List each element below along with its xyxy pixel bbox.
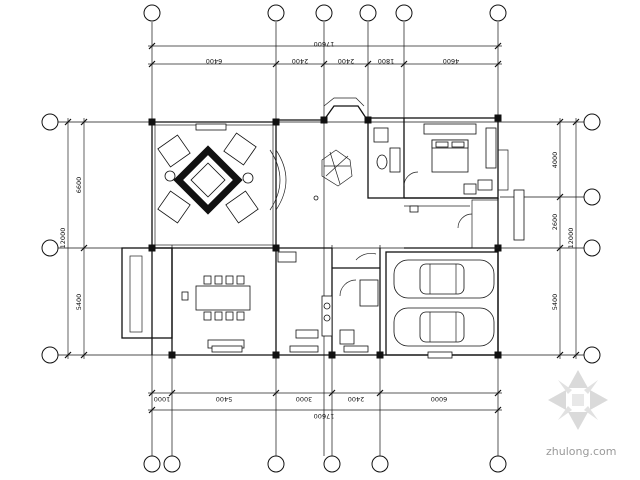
axis-bubble-top-6 — [489, 4, 507, 22]
top-dimension-lines — [148, 42, 502, 68]
axis-bubble-bottom-1 — [143, 455, 161, 473]
axis-bubble-bottom-5 — [371, 455, 389, 473]
axis-bubble-left-1 — [41, 113, 59, 131]
top-overall-dimension: 17600 — [314, 40, 335, 48]
stair-hall — [313, 97, 365, 201]
axis-bubble-top-1 — [143, 4, 161, 22]
bottom-dimension-3: 3000 — [296, 395, 313, 403]
bottom-dimension-5: 6000 — [431, 395, 448, 403]
axis-bubble-bottom-6 — [489, 455, 507, 473]
dimension-texts: 17600 6400 2400 2400 1800 4600 1000 5400… — [59, 40, 575, 420]
right-overall-dimension: 12000 — [567, 228, 575, 249]
axis-bubbles — [41, 4, 601, 473]
corridor-doors — [404, 199, 499, 249]
car-upper — [393, 259, 495, 299]
watermark-logo — [548, 370, 608, 430]
top-dimension-5: 4600 — [443, 57, 460, 65]
axis-bubble-top-3 — [315, 4, 333, 22]
dining-room-furniture — [129, 255, 251, 349]
top-dimension-4: 1800 — [378, 57, 395, 65]
bathroom-fixtures — [373, 127, 419, 187]
bottom-overall-dimension: 17600 — [314, 412, 335, 420]
kitchen-fixtures — [277, 251, 379, 345]
top-dimension-2: 2400 — [292, 57, 309, 65]
left-dimension-lines — [64, 118, 88, 359]
bottom-dimension-2: 5400 — [216, 395, 233, 403]
top-dimension-3: 2400 — [338, 57, 355, 65]
axis-bubble-bottom-3 — [267, 455, 285, 473]
bedroom-furniture — [423, 123, 525, 241]
living-room-furniture — [154, 123, 287, 246]
axis-bubble-top-2 — [267, 4, 285, 22]
right-dimension-3: 5400 — [551, 294, 559, 311]
top-dimension-1: 6400 — [206, 57, 223, 65]
left-dimension-1: 6600 — [75, 177, 83, 194]
axis-bubble-top-4 — [359, 4, 377, 22]
axis-bubble-bottom-4 — [323, 455, 341, 473]
bottom-dimension-4: 2400 — [348, 395, 365, 403]
window-symbols — [211, 345, 453, 359]
axis-bubble-left-2 — [41, 239, 59, 257]
vertical-axis-lines — [151, 22, 499, 456]
axis-bubble-right-3 — [583, 239, 601, 257]
axis-bubble-right-2 — [583, 188, 601, 206]
right-dimension-2: 2600 — [551, 214, 559, 231]
watermark-text: zhulong.com — [546, 445, 616, 458]
axis-bubble-left-3 — [41, 346, 59, 364]
bottom-dimension-lines — [148, 389, 502, 414]
axis-bubble-right-1 — [583, 113, 601, 131]
bottom-dimension-1: 1000 — [154, 395, 171, 403]
garage-cars — [393, 259, 495, 347]
axis-bubble-top-5 — [395, 4, 413, 22]
axis-bubble-bottom-2 — [163, 455, 181, 473]
left-overall-dimension: 12000 — [59, 228, 67, 249]
left-dimension-2: 5400 — [75, 294, 83, 311]
right-dimension-1: 4000 — [551, 152, 559, 169]
car-lower — [393, 307, 495, 347]
axis-bubble-right-4 — [583, 346, 601, 364]
right-dimension-lines — [556, 118, 580, 359]
